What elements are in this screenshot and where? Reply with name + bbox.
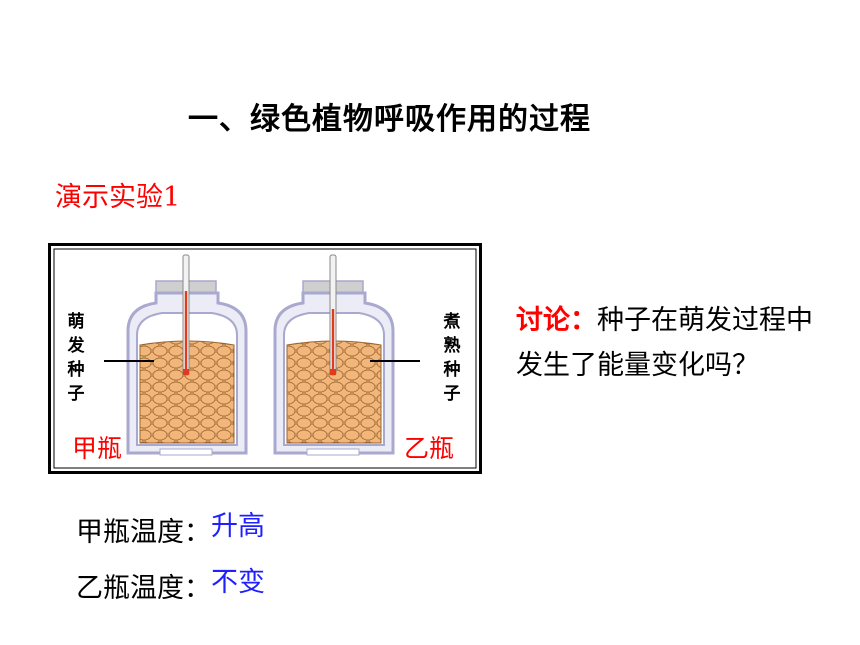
jar-a-temperature-value: 升高 bbox=[211, 511, 265, 542]
thermometer-a-mercury bbox=[184, 291, 188, 371]
page-title: 一、绿色植物呼吸作用的过程 bbox=[188, 102, 591, 137]
seed-label-b-2: 熟 bbox=[444, 335, 461, 356]
demo-experiment-label: 演示实验1 bbox=[55, 182, 181, 213]
jar-a bbox=[126, 254, 248, 456]
jar-b-temperature: 乙瓶温度：不变 bbox=[76, 566, 265, 605]
seed-label-a-4: 子 bbox=[68, 384, 85, 404]
jar-b bbox=[273, 254, 395, 456]
seed-label-a-3: 种 bbox=[67, 359, 85, 380]
jar-a-temperature: 甲瓶温度：升高 bbox=[76, 510, 265, 549]
jar-b-name: 乙瓶 bbox=[404, 434, 454, 463]
discussion-label: 讨论： bbox=[516, 305, 597, 336]
figure-frame bbox=[48, 243, 482, 474]
discussion-block: 讨论：种子在萌发过程中发生了能量变化吗？ bbox=[516, 298, 816, 388]
thermometer-b-mercury bbox=[331, 309, 335, 371]
seed-label-b-1: 煮 bbox=[443, 312, 461, 332]
seed-label-a-2: 发 bbox=[67, 335, 86, 356]
discussion-text: 种子在萌发过程中发生了能量变化吗？ bbox=[516, 305, 813, 381]
seed-label-b-3: 种 bbox=[443, 359, 461, 380]
jar-a-name: 甲瓶 bbox=[72, 434, 122, 463]
jar-a-temperature-label: 甲瓶温度： bbox=[76, 517, 211, 548]
jar-b-temperature-label: 乙瓶温度： bbox=[76, 573, 211, 604]
seed-label-a-1: 萌 bbox=[68, 311, 85, 332]
seed-label-b-4: 子 bbox=[444, 384, 461, 404]
experiment-figure: 萌 发 种 子 煮 熟 种 子 甲瓶 乙瓶 bbox=[48, 243, 482, 474]
jar-b-temperature-value: 不变 bbox=[211, 567, 265, 598]
